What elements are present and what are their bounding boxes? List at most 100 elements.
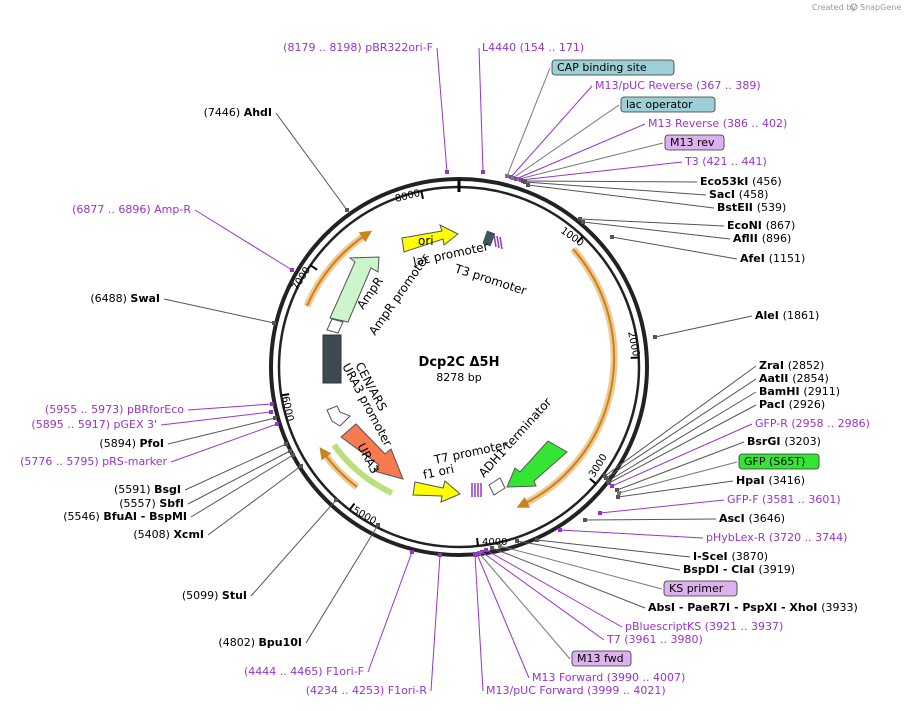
tag-gfp-s65t: GFP (S65T) xyxy=(744,455,805,468)
leader-hpai xyxy=(617,480,734,498)
leader-aflii-tick xyxy=(581,220,585,224)
leader-phyblex-r-tick xyxy=(558,528,562,532)
leader-bsrgi xyxy=(616,441,745,491)
green-arc-lower xyxy=(331,443,394,496)
leader-m13-reverse-tick xyxy=(514,177,518,181)
label-zrai: ZraI (2852) xyxy=(759,359,824,372)
leader-asci-tick xyxy=(583,518,587,522)
plasmid-name: Dcp2C Δ5H xyxy=(419,355,500,370)
credit-prefix: Created by xyxy=(812,3,856,12)
label-t7: T7 (3961 .. 3980) xyxy=(606,633,703,646)
leader-gfp-s65t xyxy=(618,461,738,494)
label-afei: AfeI (1151) xyxy=(740,252,805,265)
label-bsteii: BstEII (539) xyxy=(717,201,786,214)
lac-t3-marks xyxy=(482,230,503,250)
t3-promoter-label: T3 promoter xyxy=(452,261,528,298)
leader-pgex-3-tick xyxy=(269,410,273,414)
orange-arc-lower xyxy=(319,447,358,488)
label-swai: (6488) SwaI xyxy=(90,292,160,305)
tag-m13-rev: M13 rev xyxy=(670,136,715,149)
label-amp-r: (6877 .. 6896) Amp-R xyxy=(72,203,191,216)
leader-paci xyxy=(608,404,757,484)
credit-watermark: Created by SnapGene xyxy=(812,3,901,12)
leader-cap-binding-site xyxy=(506,67,551,177)
leader-pbluescriptks-tick xyxy=(484,548,488,552)
leader-amp-r xyxy=(194,209,293,271)
leader-t7-tick xyxy=(480,550,484,554)
leader-pfoi xyxy=(167,417,276,445)
label-gfp-f: GFP-F (3581 .. 3601) xyxy=(727,493,841,506)
label-pbr322ori-f: (8179 .. 8198) pBR322ori-F xyxy=(283,41,433,54)
orange-arc-right xyxy=(516,248,616,508)
leader-saci-tick xyxy=(523,180,527,184)
leader-ahdi-tick xyxy=(345,208,349,212)
leader-stui xyxy=(250,499,337,597)
leader-saci xyxy=(524,181,707,196)
leader-hpai-tick xyxy=(616,495,620,499)
label-eco53ki: Eco53kI (456) xyxy=(700,175,782,188)
label-pfoi: (5894) PfoI xyxy=(99,437,164,450)
leader-paci-tick xyxy=(607,481,611,485)
plasmid-length: 8278 bp xyxy=(436,371,481,384)
leader-t3 xyxy=(520,161,683,181)
leader-m13-reverse xyxy=(515,123,646,180)
label-i-scei: I-SceI (3870) xyxy=(693,550,768,563)
tick-mark xyxy=(576,235,584,243)
label-alei: AleI (1861) xyxy=(755,309,819,322)
leader-m13-fwd xyxy=(478,552,571,660)
label-ahdi: (7446) AhdI xyxy=(204,106,272,119)
label-pbrforeco: (5955 .. 5973) pBRforEco xyxy=(45,403,184,416)
tag-box-ks-primer xyxy=(663,580,738,597)
leader-pbr322ori-f xyxy=(436,47,448,173)
label-t3: T3 (421 .. 441) xyxy=(684,155,767,168)
label-l4440: L4440 (154 .. 171) xyxy=(482,41,584,54)
leader-gfp-f-tick xyxy=(598,511,602,515)
label-aflii: AflII (896) xyxy=(733,232,791,245)
label-m13-forward: M13 Forward (3990 .. 4007) xyxy=(532,671,685,684)
tag-box-m13-rev xyxy=(664,134,725,151)
leader-pbrforeco xyxy=(187,403,273,411)
leader-bpu10i-tick xyxy=(376,523,380,527)
label-stui: (5099) StuI xyxy=(182,589,247,602)
label-absi-paer7i-pspxi-xhoi: AbsI - PaeR7I - PspXI - XhoI (3933) xyxy=(648,601,858,614)
leader-bspdi-clai-tick xyxy=(515,539,519,543)
label-bamhi: BamHI (2911) xyxy=(759,385,840,398)
tag-ks-primer: KS primer xyxy=(669,582,724,595)
t7-promoter-arrow xyxy=(488,477,506,496)
label-bpu10i: (4802) Bpu10I xyxy=(218,636,302,649)
label-f1ori-f: (4444 .. 4465) F1ori-F xyxy=(244,665,364,678)
leader-gfp-r-tick xyxy=(610,484,614,488)
leader-bfuai-bspmi xyxy=(190,454,294,518)
leader-asci xyxy=(584,518,717,521)
label-pgex-3: (5895 .. 5917) pGEX 3' xyxy=(31,418,157,431)
leader-m13-forward xyxy=(476,553,530,679)
ori-label: ori xyxy=(418,234,434,248)
tick-marks xyxy=(281,190,639,547)
leader-zrai xyxy=(604,365,757,477)
tag-box-lac-operator xyxy=(620,96,716,113)
leader-i-scei xyxy=(536,539,691,558)
orange-arc-left xyxy=(306,230,372,307)
snapgene-logo-icon xyxy=(850,3,858,11)
tag-box-cap-binding-site xyxy=(551,59,675,76)
leader-m13-puc-reverse xyxy=(510,85,593,178)
leader-lac-operator xyxy=(512,104,620,179)
leader-bsteii-tick xyxy=(526,183,530,187)
label-hpai: HpaI (3416) xyxy=(736,474,805,487)
leader-bsgi xyxy=(184,443,287,491)
t7-f1-marks xyxy=(471,483,482,497)
leader-econi-tick xyxy=(578,217,582,221)
external-labels: (8179 .. 8198) pBR322ori-F (7446) AhdI (68… xyxy=(20,41,870,697)
leader-afei xyxy=(611,236,738,260)
leader-m13-rev xyxy=(518,142,664,180)
label-phyblex-r: pHybLex-R (3720 .. 3744) xyxy=(706,531,847,544)
leader-eco53ki xyxy=(522,180,698,183)
adh1-terminator-arrow xyxy=(506,440,568,488)
label-f1ori-r: (4234 .. 4253) F1ori-R xyxy=(306,684,428,697)
leader-xcmi xyxy=(207,465,302,536)
tick-label-1000: 1000 xyxy=(558,225,585,249)
leader-bpu10i xyxy=(305,524,379,644)
leader-aatii-tick xyxy=(604,476,608,480)
leader-aflii xyxy=(582,221,731,240)
